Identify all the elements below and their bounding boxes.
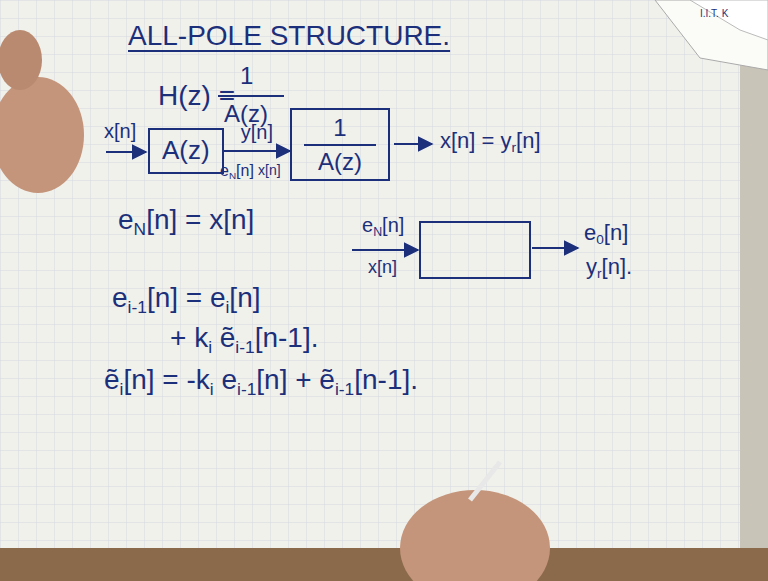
input-arrow [106,151,146,153]
signal-label: y[n] [241,121,273,144]
math-label: x[n] [258,162,281,178]
fraction-bar [304,144,376,146]
math-label: x[n] = yr[n] [440,128,541,153]
loose-sheet [655,0,768,70]
math-label: 1 [240,62,253,90]
hand [0,77,84,193]
hand [0,30,42,90]
process-box: 1A(z) [290,108,390,181]
paper-edge [740,0,768,548]
pen [470,462,500,500]
math-label: ẽi[n] = -ki ei-1[n] + ẽi-1[n-1]. [104,364,418,396]
process-box: A(z) [148,128,224,174]
empty-box [420,222,530,278]
paper-sheet [0,0,740,548]
math-label: x[n] [104,120,136,143]
signal-arrow [224,150,290,152]
input-arrow [352,249,418,251]
math-label: + ki ẽi-1[n-1]. [170,322,318,354]
title: ALL-POLE STRUCTURE. [128,20,450,52]
math-label: I.I.T. K [700,8,728,20]
box-text: 1 [333,114,346,142]
output-arrow [394,143,432,145]
math-label: H(z) = [158,80,235,112]
math-label: e0[n] [584,220,628,245]
math-label: x[n] [368,257,397,278]
math-label: eN[n] = x[n] [118,204,254,236]
math-label: ei-1[n] = ei[n] [112,282,261,314]
output-arrow [532,247,578,249]
box-text: A(z) [162,136,210,166]
math-label: eN[n] [220,162,254,180]
math-label: eN[n] [362,214,404,237]
hand [400,490,550,581]
loose-sheet [690,0,768,40]
math-label: yr[n]. [586,254,632,279]
paper-grid [0,0,740,548]
box-text: A(z) [318,148,362,176]
